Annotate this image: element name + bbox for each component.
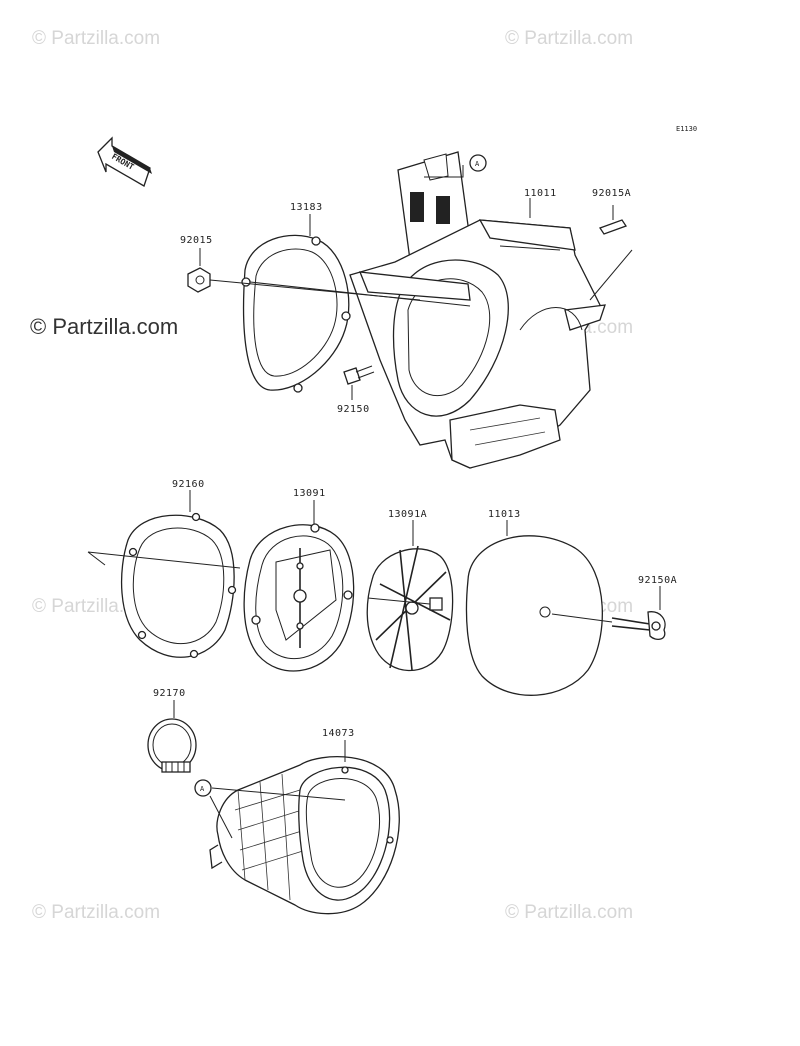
cage-13091A [366,520,454,672]
gasket-92160 [87,490,241,659]
bolt-92150 [343,365,375,400]
part-label-13183: 13183 [290,202,323,213]
part-label-11013: 11013 [488,509,521,520]
diagram-code: E1130 [676,125,697,133]
part-label-11011: 11011 [524,188,557,199]
part-label-92170: 92170 [153,688,186,699]
air-cleaner-case [349,151,606,469]
holder-13091 [243,500,355,672]
filter-element-11013 [465,520,603,696]
watermark-top-left: © Partzilla.com [32,28,160,49]
clamp-92170 [147,700,197,773]
part-label-92015A: 92015A [592,188,631,199]
watermark-top-right: © Partzilla.com [505,28,633,49]
part-label-92150: 92150 [337,404,370,415]
ref-marker-a-bottom-label: A [200,785,205,793]
watermark-bottom-left: © Partzilla.com [32,902,160,923]
watermark-bottom-right: © Partzilla.com [505,902,633,923]
main-watermark: © Partzilla.com [30,314,178,339]
front-arrow-icon: FRONT [97,136,152,187]
nut-92015 [187,248,471,307]
part-label-13091: 13091 [293,488,326,499]
ref-marker-a-bottom [194,779,212,797]
clip-92015A [589,205,633,301]
boot-14073 [209,740,400,915]
part-label-92150A: 92150A [638,575,677,586]
part-label-92015: 92015 [180,235,213,246]
part-label-13091A: 13091A [388,509,427,520]
gasket-13183 [241,214,351,393]
ref-marker-a-top [469,154,487,172]
ref-marker-a-top-label: A [475,160,480,168]
part-label-92160: 92160 [172,479,205,490]
wing-bolt-92150A [551,586,666,641]
part-label-14073: 14073 [322,728,355,739]
